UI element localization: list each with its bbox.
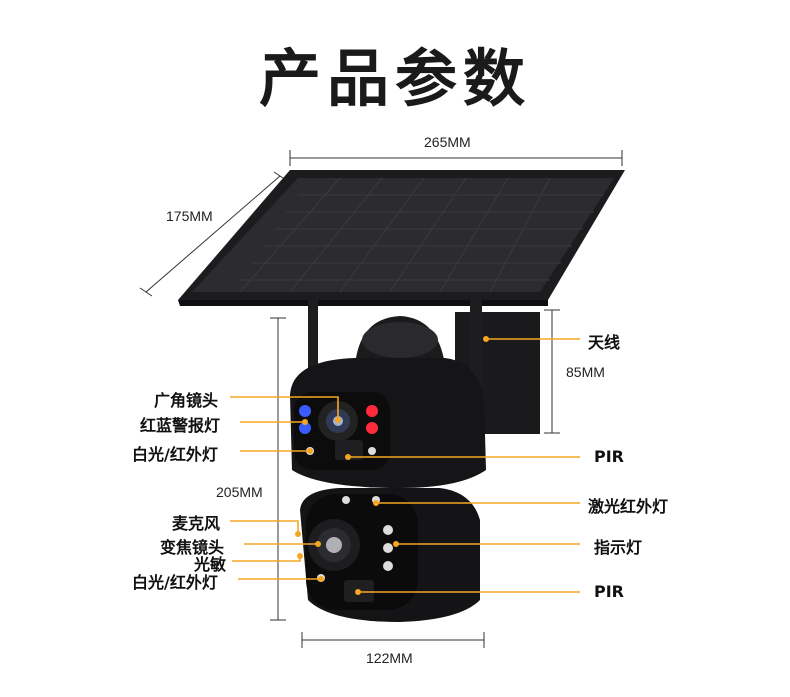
dim-body-width: 122MM	[366, 650, 413, 666]
label-antenna: 天线	[588, 333, 621, 352]
label-laser-ir: 激光红外灯	[588, 497, 669, 516]
page-title: 产品参数	[258, 42, 531, 115]
dim-panel-width: 265MM	[424, 134, 471, 150]
label-indicator: 指示灯	[594, 538, 643, 557]
label-white-ir-top: 白光/红外灯	[132, 445, 218, 464]
dim-side-height: 85MM	[566, 364, 605, 380]
label-microphone: 麦克风	[172, 514, 221, 533]
label-red-blue-alarm: 红蓝警报灯	[140, 416, 221, 435]
label-pir-bottom: PIR	[594, 582, 624, 601]
dim-body-height: 205MM	[216, 484, 263, 500]
label-wide-lens: 广角镜头	[154, 391, 219, 410]
dim-panel-depth: 175MM	[166, 208, 213, 224]
label-zoom-lens: 变焦镜头	[160, 538, 225, 557]
label-white-ir-bottom: 白光/红外灯	[132, 573, 218, 592]
label-pir-top: PIR	[594, 447, 624, 466]
solar-panel	[178, 170, 625, 306]
label-light-sensor: 光敏	[194, 555, 227, 574]
